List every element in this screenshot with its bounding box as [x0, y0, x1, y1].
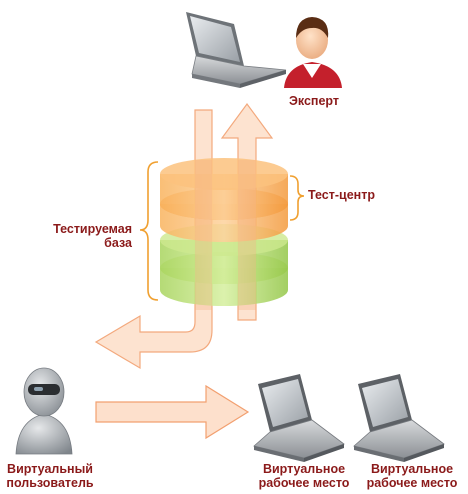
- tested-db-label: Тестируемая база: [22, 222, 132, 250]
- test-center-bracket: [289, 175, 305, 221]
- workstation-2-label: Виртуальное рабочее место: [360, 462, 464, 490]
- flow-arrow-overlay: [195, 160, 256, 310]
- tested-db-label-line2: база: [104, 236, 132, 250]
- virtual-user-label-line2: пользователь: [6, 476, 94, 490]
- workstation-1-label-line2: рабочее место: [258, 476, 350, 490]
- expert-laptop-icon: [186, 12, 287, 88]
- expert-avatar-icon: [284, 17, 342, 88]
- workstation-2-label-line1: Виртуальное: [370, 462, 454, 476]
- test-center-label: Тест-центр: [308, 188, 375, 202]
- virtual-user-label: Виртуальный пользователь: [0, 462, 100, 490]
- workstation-1-label-line1: Виртуальное: [262, 462, 346, 476]
- workstation-2-label-line2: рабочее место: [366, 476, 458, 490]
- expert-label: Эксперт: [288, 94, 340, 108]
- virtual-user-label-line1: Виртуальный: [7, 462, 93, 476]
- workstation-1-label: Виртуальное рабочее место: [252, 462, 356, 490]
- virtual-user-icon: [15, 367, 73, 455]
- tested-db-bracket: [139, 161, 159, 301]
- right-arrow: [95, 384, 250, 440]
- tested-db-label-line1: Тестируемая: [53, 222, 132, 236]
- database-icon: [160, 158, 288, 306]
- workstation-laptop-1-icon: [253, 374, 345, 462]
- workstation-laptop-2-icon: [353, 374, 445, 462]
